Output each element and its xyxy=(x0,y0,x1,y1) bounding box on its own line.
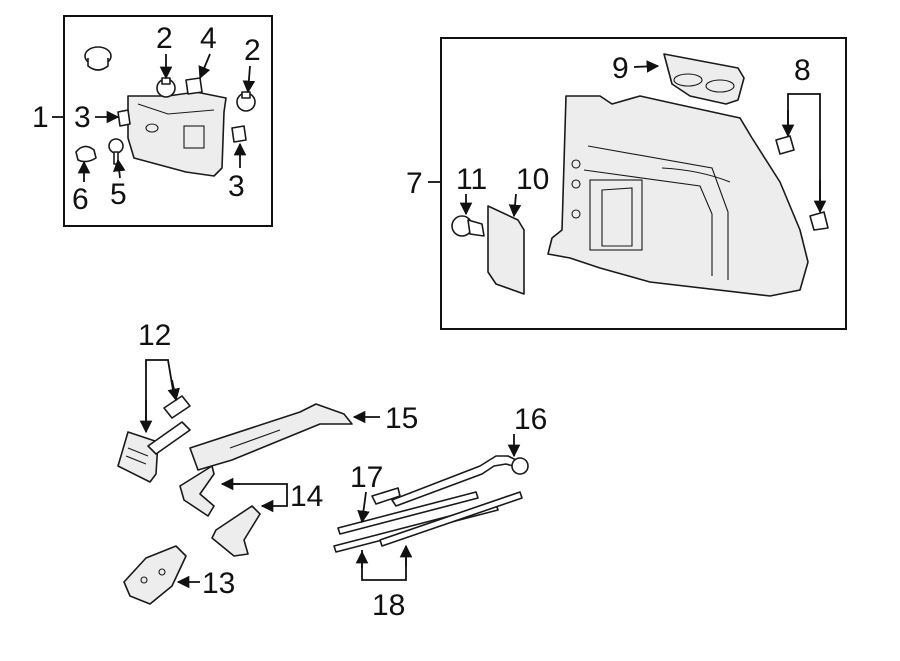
push-pin-fastener xyxy=(84,46,112,71)
access-cover-10 xyxy=(487,205,525,295)
callout-14-bracket xyxy=(222,483,288,507)
callout-2a: 2 xyxy=(156,22,173,55)
callout-18: 18 xyxy=(372,589,405,622)
callout-3b: 3 xyxy=(228,170,245,203)
clip-8b xyxy=(809,211,829,231)
bolt-2b xyxy=(236,91,256,112)
callout-1: 1 xyxy=(32,101,49,134)
callout-6: 6 xyxy=(72,183,89,216)
screw-5 xyxy=(108,138,124,165)
extension-rod-18b xyxy=(379,491,523,547)
callout-8: 8 xyxy=(794,54,811,87)
retainer-6 xyxy=(75,145,97,163)
callout-8-bracket xyxy=(787,93,821,212)
bracket-14a xyxy=(179,465,215,517)
callout-10-arrow xyxy=(508,193,522,218)
callout-9-arrow xyxy=(633,60,660,73)
callout-12-bracket xyxy=(145,359,175,432)
clip-3a xyxy=(117,109,131,127)
bolt-2a xyxy=(156,77,176,98)
storage-bin-9 xyxy=(663,53,745,105)
group-7-frame xyxy=(440,37,847,330)
callout-12: 12 xyxy=(138,319,171,352)
callout-3a: 3 xyxy=(74,101,91,134)
clip-4 xyxy=(185,77,203,95)
callout-5: 5 xyxy=(110,178,127,211)
callout-4: 4 xyxy=(200,22,217,55)
bracket-13 xyxy=(123,545,187,605)
group-1-frame xyxy=(63,15,273,227)
jack-assembly-12 xyxy=(117,395,191,483)
callout-2b-arrow xyxy=(242,65,256,94)
callout-17-arrow xyxy=(357,491,370,524)
callout-5-arrow xyxy=(112,158,126,179)
quarter-trim-lower-panel xyxy=(547,95,809,297)
callout-4-arrow xyxy=(198,53,211,80)
callout-2b: 2 xyxy=(244,34,261,67)
quarter-trim-upper-panel xyxy=(127,91,227,177)
jack-bracket-15 xyxy=(189,403,353,471)
callout-13: 13 xyxy=(202,567,235,600)
callout-15: 15 xyxy=(385,402,418,435)
callout-16: 16 xyxy=(514,403,547,436)
callout-14: 14 xyxy=(290,480,323,513)
callout-7: 7 xyxy=(406,167,423,200)
wheel-wrench-16 xyxy=(371,455,529,507)
callout-10: 10 xyxy=(516,163,549,196)
callout-11: 11 xyxy=(456,163,487,196)
clip-3b xyxy=(231,125,247,143)
fastener-11 xyxy=(451,215,485,237)
callout-18-bracket xyxy=(361,546,407,581)
extension-rod-17 xyxy=(337,491,479,535)
callout-12b-arrow xyxy=(167,379,180,402)
bracket-14b xyxy=(211,505,261,557)
callout-17: 17 xyxy=(350,461,383,494)
callout-9: 9 xyxy=(612,52,629,85)
clip-8a xyxy=(775,135,795,155)
